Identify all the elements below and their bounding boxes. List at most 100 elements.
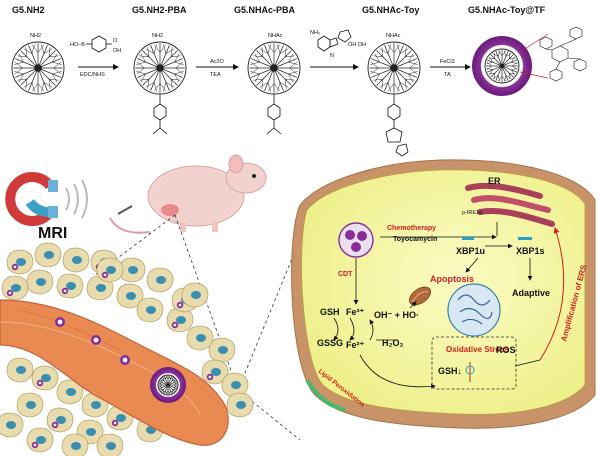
dendrimer-branch xyxy=(397,44,401,54)
dendrimer-branch xyxy=(161,71,170,91)
cell-nucleus xyxy=(66,282,76,290)
dendrimer-branch xyxy=(168,376,172,384)
dendrimer-branch xyxy=(173,386,178,388)
dendrimer-branch xyxy=(18,53,24,63)
dendrimer-branch xyxy=(20,70,36,86)
xbp1u-label: XBP1u xyxy=(456,246,485,256)
dendrimer-branch xyxy=(251,69,271,78)
nanoparticle-core xyxy=(103,273,107,277)
dendrimer-branch xyxy=(15,58,35,67)
dendrimer-branch xyxy=(169,375,171,380)
dendrimer-branch xyxy=(52,53,58,63)
dendrimer-branch xyxy=(505,53,512,57)
dendrimer-branch xyxy=(39,71,48,91)
dendrimer-branch xyxy=(404,79,407,89)
xbp1u-mrna xyxy=(462,237,474,240)
svg-text:OH: OH xyxy=(113,48,121,54)
dendrimer-branch xyxy=(23,82,33,88)
tumor-cell-small xyxy=(26,269,54,295)
dendrimer-branch xyxy=(374,73,380,83)
dendrimer-branch xyxy=(511,61,518,65)
cell-nucleus xyxy=(91,401,101,409)
dendrimer-branch xyxy=(14,67,23,75)
dendrimer-branch xyxy=(163,58,183,67)
dendrimer-branch xyxy=(174,71,184,75)
dendrimer-branch xyxy=(285,78,295,81)
dendrimer-branch xyxy=(23,48,33,54)
dendrimer-branch xyxy=(160,387,163,391)
dendrimer-branch xyxy=(170,377,174,380)
vessel-nanoparticles xyxy=(55,317,130,365)
dendrimer-branch xyxy=(139,55,149,58)
dendrimer-branch xyxy=(170,47,173,57)
dendrimer-branch xyxy=(501,50,507,56)
dendrimer-branch xyxy=(137,69,157,78)
cell-nucleus xyxy=(231,381,241,389)
dendrimer-branch xyxy=(160,379,163,383)
dendrimer-branch xyxy=(397,82,401,92)
dendrimer-branch xyxy=(275,45,284,65)
dendrimer-branch xyxy=(495,68,502,82)
dendrimer-branch xyxy=(277,69,297,78)
tumor-cell-small xyxy=(31,365,59,391)
dendrimer-branch xyxy=(408,73,414,83)
dendrimer-branch xyxy=(288,53,294,63)
cell-nucleus xyxy=(11,284,21,292)
cell-nucleus xyxy=(36,278,46,286)
dendrimer-branch xyxy=(147,47,150,57)
xbp1s-mrna xyxy=(518,237,532,240)
dendrimer-branch xyxy=(159,381,167,385)
cell-nucleus xyxy=(126,292,136,300)
dendrimer-branch xyxy=(370,61,380,65)
surface-group-4: NHAc xyxy=(386,33,401,39)
dendrimer-branch xyxy=(169,385,177,389)
dendrimer-branch xyxy=(136,61,146,65)
cell-nucleus xyxy=(156,276,166,284)
dendrimer-branch xyxy=(261,79,264,89)
dendrimer-branch xyxy=(165,390,167,395)
dendrimer-branch xyxy=(397,69,417,78)
dendrimer-branch xyxy=(509,57,516,60)
dendrimer-branch xyxy=(505,75,512,79)
dendrimer-branch xyxy=(52,61,62,65)
tumor-cell-small xyxy=(34,242,62,268)
dendrimer-branch xyxy=(370,67,379,75)
surface-group-3: NHAc xyxy=(268,33,283,39)
dendrimer-branch xyxy=(49,55,59,58)
h2o2-label: H₂O₂ xyxy=(382,338,404,348)
dendrimer-branch xyxy=(396,50,412,66)
dendrimer-branch xyxy=(267,83,275,92)
dendrimer-branch xyxy=(40,50,56,66)
dendrimer-branch xyxy=(250,71,260,75)
reagent-2-above: Ac2O xyxy=(210,59,224,65)
dendrimer-branch xyxy=(264,45,273,65)
pba-linker xyxy=(152,94,168,135)
dendrimer-branch xyxy=(501,76,507,82)
cell-nucleus xyxy=(218,346,228,354)
er-label: ER xyxy=(488,176,501,186)
dendrimer-branch xyxy=(174,53,180,63)
adaptive-label: Adaptive xyxy=(512,288,550,298)
dendrimer-branch xyxy=(289,67,298,75)
tumor-cell-small xyxy=(1,275,29,301)
dendrimer-branch xyxy=(273,83,281,92)
dendrimer-branch xyxy=(288,61,298,65)
dendrimer-branch xyxy=(161,45,170,65)
svg-text:N: N xyxy=(330,53,334,59)
cdt-label: CDT xyxy=(338,271,353,278)
synthesis-row: G5.NH2 G5.NH2-PBA G5.NHAc-PBA G5.NHAc-To… xyxy=(11,5,587,157)
nanoparticle-core xyxy=(33,443,37,447)
tumor-cell-small xyxy=(61,433,89,456)
dendrimer-branch xyxy=(158,386,163,388)
oxidative-stress-box xyxy=(431,336,517,390)
cell-nucleus xyxy=(196,334,206,342)
mri-label: MRI xyxy=(38,225,67,242)
dendrimer-branch xyxy=(161,385,168,392)
dendrimer-branch xyxy=(175,61,184,69)
dendrimer-branch xyxy=(486,67,493,71)
cell-nucleus xyxy=(16,258,26,266)
dendrimer-branch xyxy=(168,386,172,394)
dendrimer-branch xyxy=(48,47,51,57)
dendrimer-branch xyxy=(158,382,163,384)
dendrimer-branch xyxy=(371,69,391,78)
